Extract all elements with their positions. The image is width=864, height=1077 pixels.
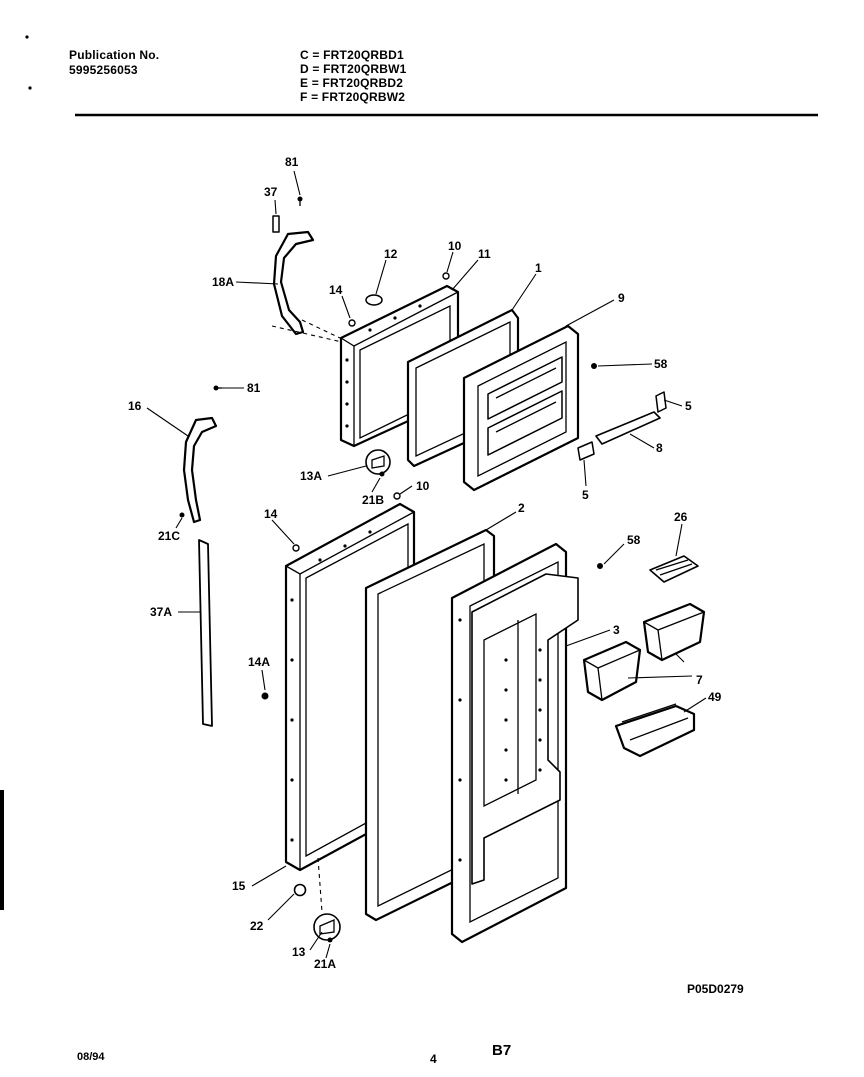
callout-49: 49 bbox=[708, 690, 722, 704]
screw-10-lower bbox=[393, 492, 401, 500]
screw-21c bbox=[179, 512, 185, 518]
callout-14-upper: 14 bbox=[329, 283, 343, 297]
callout-37a: 37A bbox=[150, 605, 172, 619]
publication-label: Publication No. bbox=[69, 48, 160, 62]
fresh-food-liner-3 bbox=[450, 542, 579, 944]
callout-13: 13 bbox=[292, 945, 306, 959]
callout-1: 1 bbox=[535, 261, 542, 275]
screw-21b bbox=[379, 471, 385, 477]
callout-22: 22 bbox=[250, 919, 264, 933]
scan-mark bbox=[28, 86, 32, 90]
callout-labels: 81 37 18A 12 14 10 11 1 9 58 5 8 5 81 16… bbox=[128, 155, 722, 971]
cam-13 bbox=[313, 913, 341, 941]
screw-58-lower bbox=[597, 563, 603, 569]
callout-9: 9 bbox=[618, 291, 625, 305]
callout-7: 7 bbox=[696, 673, 703, 687]
callout-10-upper: 10 bbox=[448, 239, 462, 253]
callout-58-upper: 58 bbox=[654, 357, 668, 371]
screw-14-lower bbox=[292, 544, 300, 552]
screw-81-top bbox=[297, 196, 303, 206]
figure-code: P05D0279 bbox=[687, 982, 744, 996]
callout-5-right: 5 bbox=[685, 399, 692, 413]
screw-81-left bbox=[213, 385, 222, 391]
callout-18a: 18A bbox=[212, 275, 234, 289]
screw-58-upper bbox=[591, 363, 597, 369]
publication-number: 5995256053 bbox=[69, 63, 138, 77]
screw-21a bbox=[327, 937, 333, 943]
shelf-8 bbox=[595, 411, 661, 445]
upper-hinge-18a bbox=[272, 230, 315, 336]
plug-14a bbox=[261, 692, 269, 700]
callout-26: 26 bbox=[674, 510, 688, 524]
scan-edge bbox=[0, 790, 4, 910]
callout-81-top: 81 bbox=[285, 155, 299, 169]
callout-2: 2 bbox=[518, 501, 525, 515]
footer-section: B7 bbox=[492, 1042, 512, 1059]
plug-12 bbox=[365, 294, 383, 306]
callout-21b: 21B bbox=[362, 493, 384, 507]
model-line-e: E = FRT20QRBD2 bbox=[300, 76, 404, 90]
model-line-f: F = FRT20QRBW2 bbox=[300, 90, 406, 104]
callout-15: 15 bbox=[232, 879, 246, 893]
callout-14-lower: 14 bbox=[264, 507, 278, 521]
callout-21c: 21C bbox=[158, 529, 180, 543]
footer-date: 08/94 bbox=[77, 1051, 105, 1063]
callout-12: 12 bbox=[384, 247, 398, 261]
trim-strip-37a bbox=[198, 539, 213, 727]
model-line-d: D = FRT20QRBW1 bbox=[300, 62, 407, 76]
callout-11: 11 bbox=[478, 247, 491, 261]
center-hinge-16 bbox=[182, 416, 218, 524]
callout-5-left: 5 bbox=[582, 488, 589, 502]
cap-22 bbox=[293, 883, 307, 897]
callout-3: 3 bbox=[613, 623, 620, 637]
callout-16: 16 bbox=[128, 399, 142, 413]
door-bin-7-upper bbox=[642, 602, 706, 662]
screw-10-upper bbox=[442, 272, 450, 280]
callout-10-lower: 10 bbox=[416, 479, 430, 493]
leader-lines bbox=[146, 170, 707, 959]
pin-37 bbox=[272, 215, 280, 233]
bracket-5-left bbox=[577, 441, 595, 461]
callout-13a: 13A bbox=[300, 469, 322, 483]
door-basket-49 bbox=[614, 703, 696, 758]
callout-37: 37 bbox=[264, 185, 278, 199]
screw-14-upper bbox=[348, 319, 356, 327]
callout-81-left: 81 bbox=[247, 381, 261, 395]
dairy-grille-26 bbox=[649, 555, 699, 583]
door-bin-7-lower bbox=[582, 640, 642, 702]
freezer-door-liner-1 bbox=[462, 324, 580, 492]
bracket-5-right bbox=[655, 391, 667, 413]
callout-14a: 14A bbox=[248, 655, 270, 669]
cam-13a bbox=[365, 449, 391, 475]
callout-8: 8 bbox=[656, 441, 663, 455]
model-line-c: C = FRT20QRBD1 bbox=[300, 48, 404, 62]
footer-page-number: 4 bbox=[430, 1052, 437, 1066]
callout-21a: 21A bbox=[314, 957, 336, 971]
callout-58-lower: 58 bbox=[627, 533, 641, 547]
scan-mark bbox=[25, 35, 29, 39]
